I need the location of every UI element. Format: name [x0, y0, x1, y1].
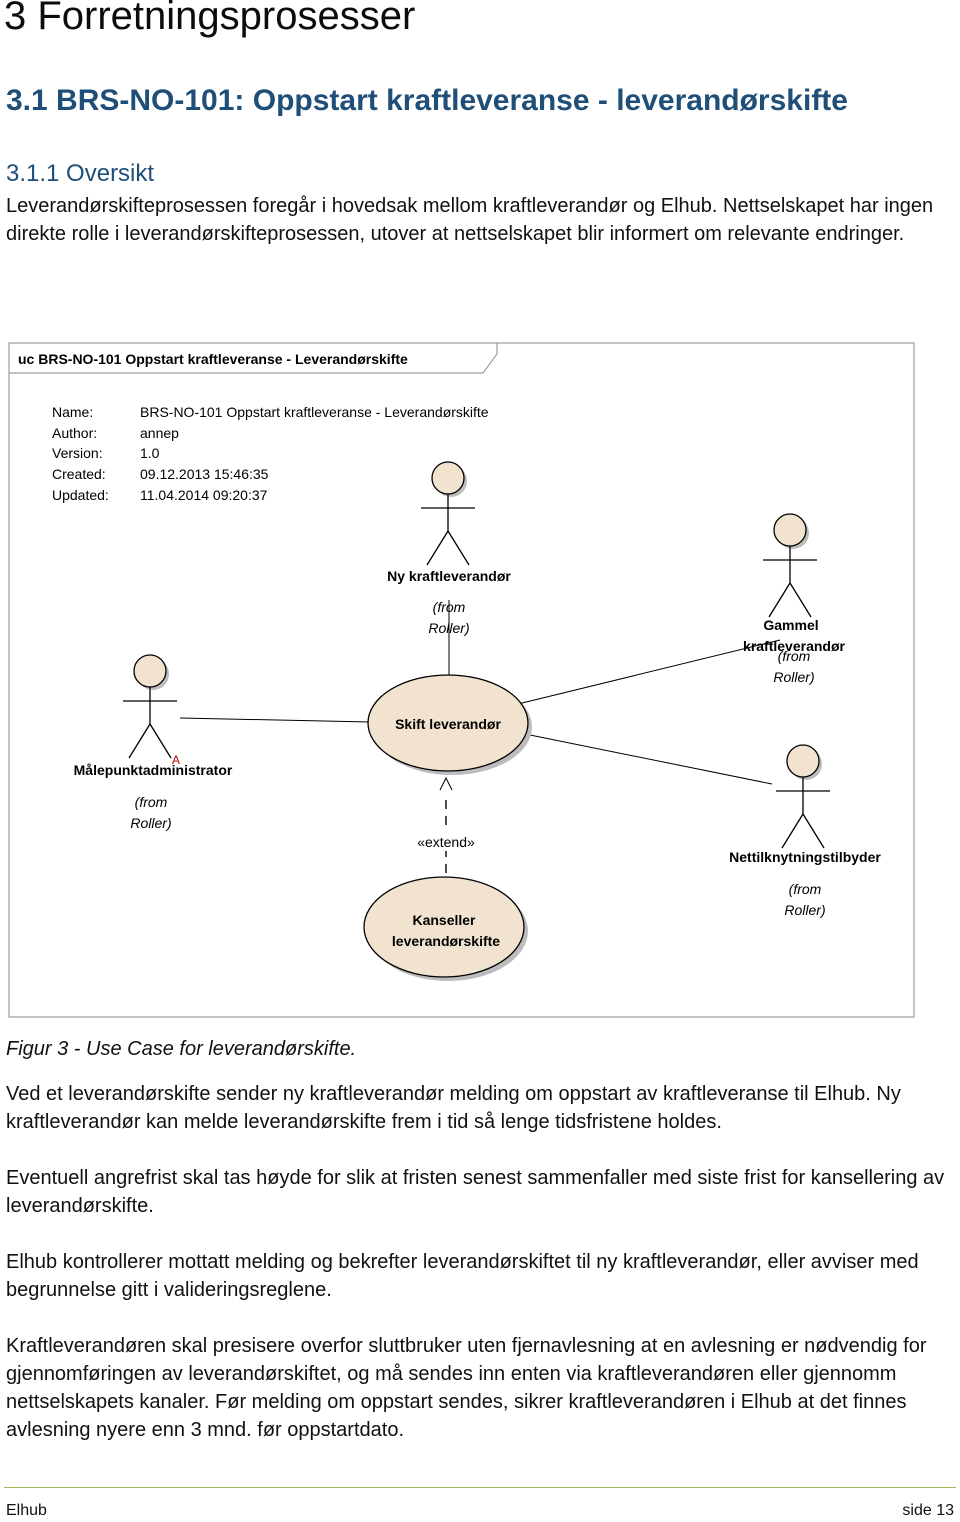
usecase-kanseller-leverandorskifte — [363, 876, 528, 981]
meta-key-version: Version: — [52, 445, 103, 461]
actor-nettilknytningstilbyder — [776, 744, 830, 849]
usecase-label-kanseller-1: Kanseller — [412, 912, 476, 928]
footer-divider — [4, 1487, 956, 1488]
diagram-tab-title: uc BRS-NO-101 Oppstart kraftleveranse - … — [18, 351, 408, 367]
actor-label-nett: Nettilknytningstilbyder — [729, 849, 881, 865]
meta-value-name: BRS-NO-101 Oppstart kraftleveranse - Lev… — [140, 404, 489, 420]
actor-label-ny: Ny kraftleverandør — [387, 568, 511, 584]
intro-paragraph: Leverandørskifteprosessen foregår i hove… — [6, 195, 934, 245]
meta-key-author: Author: — [52, 425, 97, 441]
actor-roller-male: Roller) — [130, 815, 171, 831]
actor-from-male: (from — [135, 794, 168, 810]
use-case-diagram: uc BRS-NO-101 Oppstart kraftleveranse - … — [8, 342, 915, 1018]
association-nett-skift — [529, 734, 773, 785]
paragraph-5: Kraftleverandøren skal presisere overfor… — [6, 1335, 927, 1441]
meta-key-created: Created: — [52, 466, 106, 482]
actor-from-ny: (from — [433, 599, 466, 615]
actor-abstract-marker: A — [172, 753, 180, 767]
actor-label-male: Målepunktadministrator — [74, 762, 233, 778]
usecase-skift-leverandor — [367, 674, 532, 775]
actor-roller-ny: Roller) — [428, 620, 469, 636]
actor-label-gammel-2: kraftleverandør — [743, 638, 845, 654]
meta-value-created: 09.12.2013 15:46:35 — [140, 466, 269, 482]
actor-label-gammel-1: Gammel — [763, 617, 818, 633]
meta-value-updated: 11.04.2014 09:20:37 — [140, 487, 268, 503]
association-gammel-skift — [517, 639, 781, 705]
paragraph-3: Eventuell angrefrist skal tas høyde for … — [6, 1167, 945, 1217]
actor-roller-gammel: Roller) — [773, 669, 814, 685]
usecase-label-kanseller-2: leverandørskifte — [392, 933, 500, 949]
meta-key-updated: Updated: — [52, 487, 109, 503]
diagram-tab — [9, 343, 498, 374]
paragraph-2: Ved et leverandørskifte sender ny kraftl… — [6, 1083, 901, 1133]
association-male-skift — [179, 717, 371, 723]
footer-company: Elhub — [6, 1502, 47, 1519]
actor-roller-nett: Roller) — [784, 902, 825, 918]
meta-value-version: 1.0 — [140, 445, 160, 461]
figure-caption: Figur 3 - Use Case for leverandørskifte. — [6, 1038, 357, 1060]
actor-ny-kraftleverandor — [421, 461, 475, 566]
actor-from-gammel: (from — [778, 648, 811, 664]
section-heading: 3.1 BRS-NO-101: Oppstart kraftleveranse … — [6, 84, 848, 117]
extend-arrowhead — [439, 776, 453, 791]
meta-value-author: annep — [140, 425, 179, 441]
actor-from-nett: (from — [789, 881, 822, 897]
subsection-heading: 3.1.1 Oversikt — [6, 160, 155, 187]
footer-page-number: side 13 — [902, 1502, 954, 1519]
actor-malepunktadministrator — [123, 654, 177, 759]
actor-gammel-kraftleverandor — [763, 513, 817, 618]
paragraph-4: Elhub kontrollerer mottatt melding og be… — [6, 1251, 919, 1301]
meta-key-name: Name: — [52, 404, 93, 420]
chapter-heading: 3 Forretningsprosesser — [4, 0, 416, 38]
extend-label: «extend» — [417, 834, 475, 850]
usecase-label-skift: Skift leverandør — [395, 716, 501, 732]
